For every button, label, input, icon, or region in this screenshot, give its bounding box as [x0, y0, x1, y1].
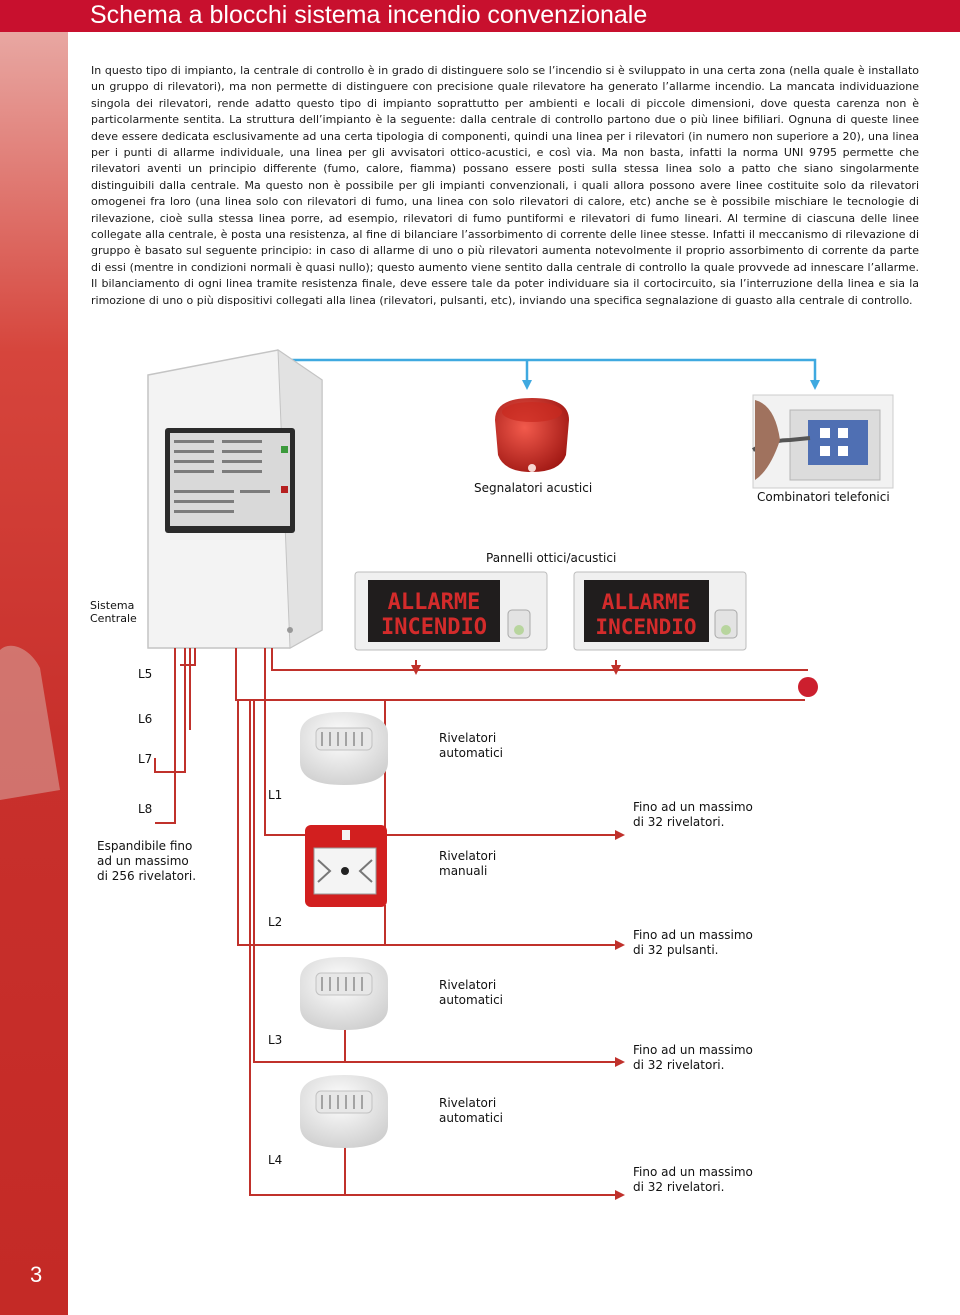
label-espandibile-2: ad un massimo — [97, 854, 189, 868]
label-rivelatori-automatici-1b: automatici — [439, 746, 504, 760]
label-fino-l3-a: Fino ad un massimo — [633, 1043, 753, 1057]
smoke-detector-1-image — [300, 712, 388, 785]
label-segnalatori: Segnalatori acustici — [474, 481, 593, 495]
label-rivelatori-manuali-a: Rivelatori — [439, 849, 497, 863]
panel-text-allarme-2: ALLARME — [602, 590, 691, 614]
label-rivelatori-automatici-3a: Rivelatori — [439, 1096, 497, 1110]
line-label-l8: L8 — [138, 802, 153, 816]
panel-text-incendio: INCENDIO — [381, 615, 487, 640]
end-of-line-dot — [798, 677, 818, 697]
label-espandibile-3: di 256 rivelatori. — [97, 869, 197, 883]
control-panel-image — [0, 349, 323, 800]
line-label-l5: L5 — [138, 667, 153, 681]
label-rivelatori-automatici-2a: Rivelatori — [439, 978, 497, 992]
line-label-l7: L7 — [138, 752, 153, 766]
label-rivelatori-automatici-1a: Rivelatori — [439, 731, 497, 745]
label-fino-l2-b: di 32 pulsanti. — [633, 943, 719, 957]
line-label-l3: L3 — [268, 1033, 283, 1047]
page-header: Schema a blocchi sistema incendio conven… — [0, 0, 960, 32]
intro-paragraph: In questo tipo di impianto, la centrale … — [91, 64, 919, 307]
page-title: Schema a blocchi sistema incendio conven… — [90, 1, 648, 29]
label-centrale: Centrale — [90, 612, 137, 625]
label-fino-l3-b: di 32 rivelatori. — [633, 1058, 725, 1072]
alarm-panel-right-image: ALLARME INCENDIO — [573, 571, 747, 651]
line-label-l6: L6 — [138, 712, 153, 726]
label-fino-l1-b: di 32 rivelatori. — [633, 815, 725, 829]
acoustic-siren-image — [495, 398, 569, 472]
label-rivelatori-automatici-3b: automatici — [439, 1111, 504, 1125]
line-label-l2: L2 — [268, 915, 283, 929]
line-label-l4: L4 — [268, 1153, 283, 1167]
panel-text-incendio-2: INCENDIO — [595, 615, 696, 639]
smoke-detector-2-image — [300, 957, 388, 1030]
label-rivelatori-automatici-2b: automatici — [439, 993, 504, 1007]
label-rivelatori-manuali-b: manuali — [439, 864, 488, 878]
label-espandibile-1: Espandibile fino — [97, 839, 193, 853]
alarm-panel-left-image: ALLARME INCENDIO — [354, 571, 548, 651]
blue-wires — [253, 358, 820, 390]
page-number: 3 — [30, 1262, 43, 1287]
label-pannelli: Pannelli ottici/acustici — [486, 551, 617, 565]
label-fino-l4-a: Fino ad un massimo — [633, 1165, 753, 1179]
smoke-detector-3-image — [300, 1075, 388, 1148]
telephone-dialer-image — [751, 394, 894, 489]
label-fino-l2-a: Fino ad un massimo — [633, 928, 753, 942]
label-fino-l4-b: di 32 rivelatori. — [633, 1180, 725, 1194]
red-wires — [154, 648, 808, 1200]
label-fino-l1-a: Fino ad un massimo — [633, 800, 753, 814]
panel-text-allarme: ALLARME — [388, 590, 481, 615]
label-combinatori: Combinatori telefonici — [757, 490, 890, 504]
label-sistema: Sistema — [90, 599, 135, 612]
line-label-l1: L1 — [268, 788, 283, 802]
manual-call-point-image — [305, 825, 387, 907]
